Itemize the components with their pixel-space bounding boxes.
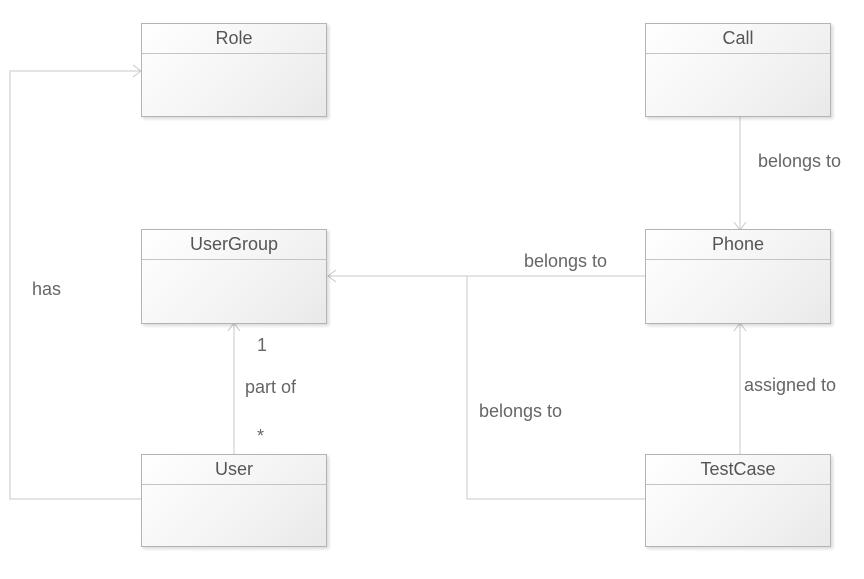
label-assigned-to: assigned to bbox=[744, 375, 837, 395]
class-call[interactable]: Call bbox=[645, 23, 831, 117]
class-phone-name: Phone bbox=[646, 230, 830, 260]
class-user[interactable]: User bbox=[141, 454, 327, 547]
label-has: has bbox=[32, 279, 62, 299]
class-role-name: Role bbox=[142, 24, 326, 54]
label-phone-usergroup: belongs to bbox=[524, 251, 608, 271]
class-usergroup[interactable]: UserGroup bbox=[141, 229, 327, 324]
class-testcase[interactable]: TestCase bbox=[645, 454, 831, 547]
class-testcase-name: TestCase bbox=[646, 455, 830, 485]
class-phone[interactable]: Phone bbox=[645, 229, 831, 324]
multiplicity-many: * bbox=[257, 426, 265, 446]
arrowhead-usergroup-right bbox=[327, 269, 337, 283]
label-testcase-usergroup: belongs to bbox=[479, 401, 563, 421]
multiplicity-one: 1 bbox=[257, 335, 268, 355]
label-call-phone: belongs to bbox=[758, 151, 842, 171]
class-call-name: Call bbox=[646, 24, 830, 54]
class-user-name: User bbox=[142, 455, 326, 485]
class-role[interactable]: Role bbox=[141, 23, 327, 117]
line-testcase-usergroup bbox=[466, 276, 645, 500]
label-part-of: part of bbox=[245, 377, 297, 397]
line-user-role bbox=[9, 70, 141, 500]
class-usergroup-name: UserGroup bbox=[142, 230, 326, 260]
